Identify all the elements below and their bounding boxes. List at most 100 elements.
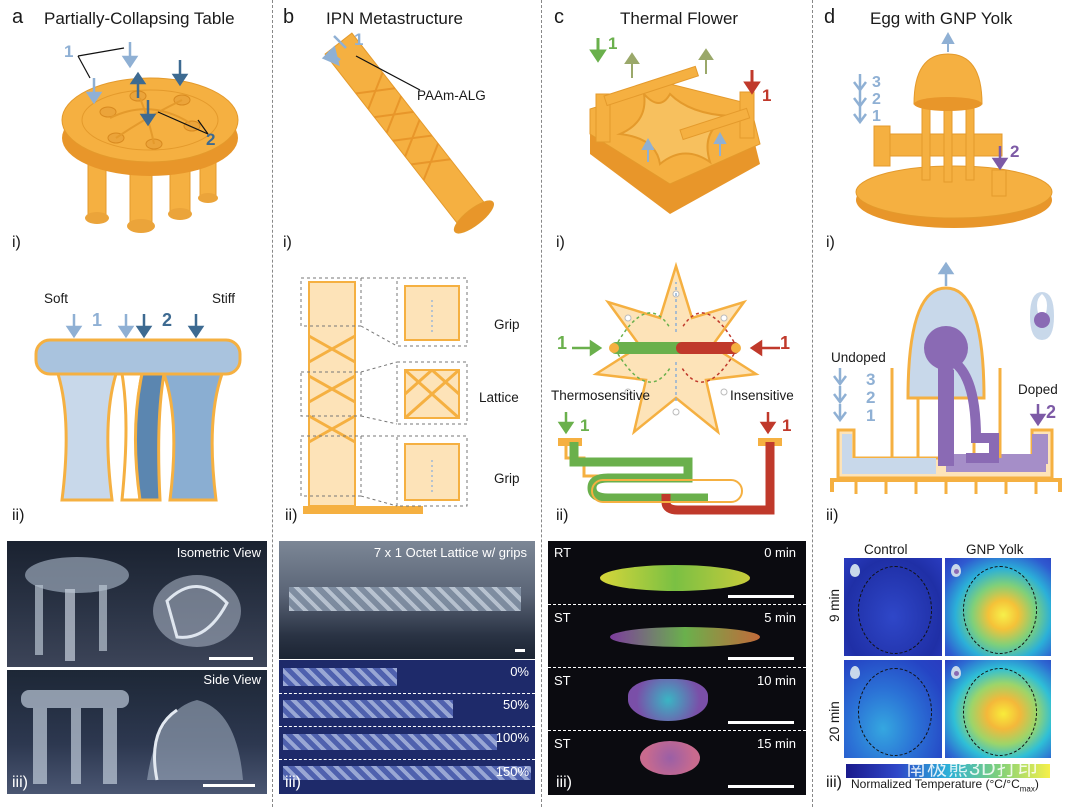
flower-channel-schematic <box>557 262 782 515</box>
egg-arrow-2: 2 <box>872 91 881 108</box>
stretch-separators-2 <box>279 726 535 727</box>
panel-a-title: Partially-Collapsing Table <box>44 9 235 28</box>
stretch-separators-3 <box>279 759 535 760</box>
scale-bar-a2 <box>203 784 255 787</box>
frame-2-time: 10 min <box>756 673 796 688</box>
frame-0-cond: RT <box>554 545 572 560</box>
strain-0: 0% <box>510 664 529 679</box>
egg-outline <box>858 668 932 756</box>
strain-50: 50% <box>502 697 529 712</box>
row-9min-label: 9 min <box>827 588 843 623</box>
panel-b-title: IPN Metastructure <box>326 9 463 28</box>
panel-c-title: Thermal Flower <box>620 9 739 28</box>
octet-lattice-label: 7 x 1 Octet Lattice w/ grips <box>373 545 527 560</box>
flower-arrow-label-right: 1 <box>762 86 772 105</box>
frame-0-time: 0 min <box>764 545 796 560</box>
panel-a-i-label: i) <box>12 234 21 251</box>
panel-b-iii-label: iii) <box>285 774 301 791</box>
divider-bc <box>541 0 542 807</box>
scale-bar-b1 <box>515 649 525 652</box>
panel-d-iii-label: iii) <box>826 774 842 791</box>
panel-d-letter: d <box>824 6 836 28</box>
column-control-label: Control <box>864 542 908 557</box>
photo-octet-lattice: 7 x 1 Octet Lattice w/ grips <box>279 541 535 659</box>
colorbar-label-text: Normalized Temperature (°C/°C <box>851 777 1020 791</box>
undoped-num-1: 1 <box>866 406 876 425</box>
stretch-strip-50 <box>283 700 453 718</box>
side-view-label: Side View <box>203 672 261 687</box>
photo-side-view: Side View <box>7 670 267 794</box>
flower-inlet-left: 1 <box>557 333 568 353</box>
column-gnp-label: GNP Yolk <box>966 542 1024 557</box>
colorbar-label-end: ) <box>1034 777 1039 791</box>
egg-icon-gnp <box>951 564 961 577</box>
section-label-1: 1 <box>92 310 103 330</box>
flower-arrow-label-left: 1 <box>608 34 618 53</box>
egg-schematic <box>830 261 1062 494</box>
scale-bar-c2 <box>728 657 794 660</box>
flower-frame-1 <box>610 627 760 647</box>
undoped-num-3: 3 <box>866 370 876 389</box>
photo-thermal-series: RT 0 min ST 5 min ST 10 min ST 15 min <box>548 541 806 795</box>
flower-inlet-right: 1 <box>780 333 791 353</box>
colorbar-label: Normalized Temperature (°C/°Cmax) <box>851 777 1039 793</box>
doped-label: Doped <box>1018 382 1058 397</box>
egg-icon-control <box>850 666 860 679</box>
frame-2-cond: ST <box>554 673 571 688</box>
channel-label-left: 1 <box>580 416 590 435</box>
temperature-colorbar <box>846 764 1050 778</box>
table-arrow-label-2: 2 <box>206 130 216 149</box>
isometric-view-render <box>25 557 241 661</box>
stretch-separators <box>279 693 535 694</box>
doped-num-2: 2 <box>1046 402 1057 422</box>
egg-illustration <box>853 31 1053 228</box>
photo-isometric-view: Isometric View <box>7 541 267 667</box>
ipn-illustration <box>321 32 494 234</box>
panel-d-title: Egg with GNP Yolk <box>870 9 1013 28</box>
undoped-num-2: 2 <box>866 388 876 407</box>
egg-outline <box>963 566 1037 654</box>
panel-a-ii-label: ii) <box>12 507 25 524</box>
stretch-strip-150 <box>283 766 531 780</box>
panel-b-i-label: i) <box>283 234 292 251</box>
divider-cd <box>812 0 813 807</box>
panel-b-ii-label: ii) <box>285 507 298 524</box>
egg-arrow-1: 1 <box>872 108 881 125</box>
strain-100: 100% <box>495 730 529 745</box>
egg-outline <box>963 668 1037 756</box>
thermosensitive-label: Thermosensitive <box>551 388 651 403</box>
grip-bottom-label: Grip <box>494 471 520 486</box>
strain-150: 150% <box>495 764 529 779</box>
egg-purple-arrow-2: 2 <box>1010 142 1020 161</box>
flower-frame-0 <box>600 565 750 591</box>
thermal-sep-2 <box>548 667 806 668</box>
egg-icon-gnp <box>951 666 961 679</box>
thermal-sep-3 <box>548 730 806 731</box>
isometric-view-label: Isometric View <box>176 545 261 560</box>
egg-icon-control <box>850 564 860 577</box>
material-label: PAAm-ALG <box>417 88 486 103</box>
channel-label-right: 1 <box>782 416 792 435</box>
thermal-sep-1 <box>548 604 806 605</box>
row-20min-label: 20 min <box>826 701 842 742</box>
lattice-label: Lattice <box>479 390 519 405</box>
heatmap-gnp-9min <box>945 558 1051 656</box>
heatmap-control-20min <box>844 660 942 758</box>
side-view-render <box>21 690 243 784</box>
stretch-strip-100 <box>283 734 497 750</box>
frame-3-cond: ST <box>554 736 571 751</box>
watermark: 南极熊3D打印 <box>906 758 1039 780</box>
table-cross-section <box>34 314 242 502</box>
frame-1-time: 5 min <box>764 610 796 625</box>
table-arrow-label-1: 1 <box>64 42 74 61</box>
insensitive-label: Insensitive <box>730 388 794 403</box>
colorbar-label-sub: max <box>1019 784 1035 794</box>
ipn-arrow-label-1: 1 <box>354 30 364 49</box>
frame-1-cond: ST <box>554 610 571 625</box>
frame-3-time: 15 min <box>756 736 796 751</box>
panel-a-iii-label: iii) <box>12 774 28 791</box>
egg-arrow-3: 3 <box>872 74 881 91</box>
scale-bar-a1 <box>209 657 253 660</box>
scale-bar-c4 <box>728 785 794 788</box>
panel-a-letter: a <box>12 6 24 28</box>
